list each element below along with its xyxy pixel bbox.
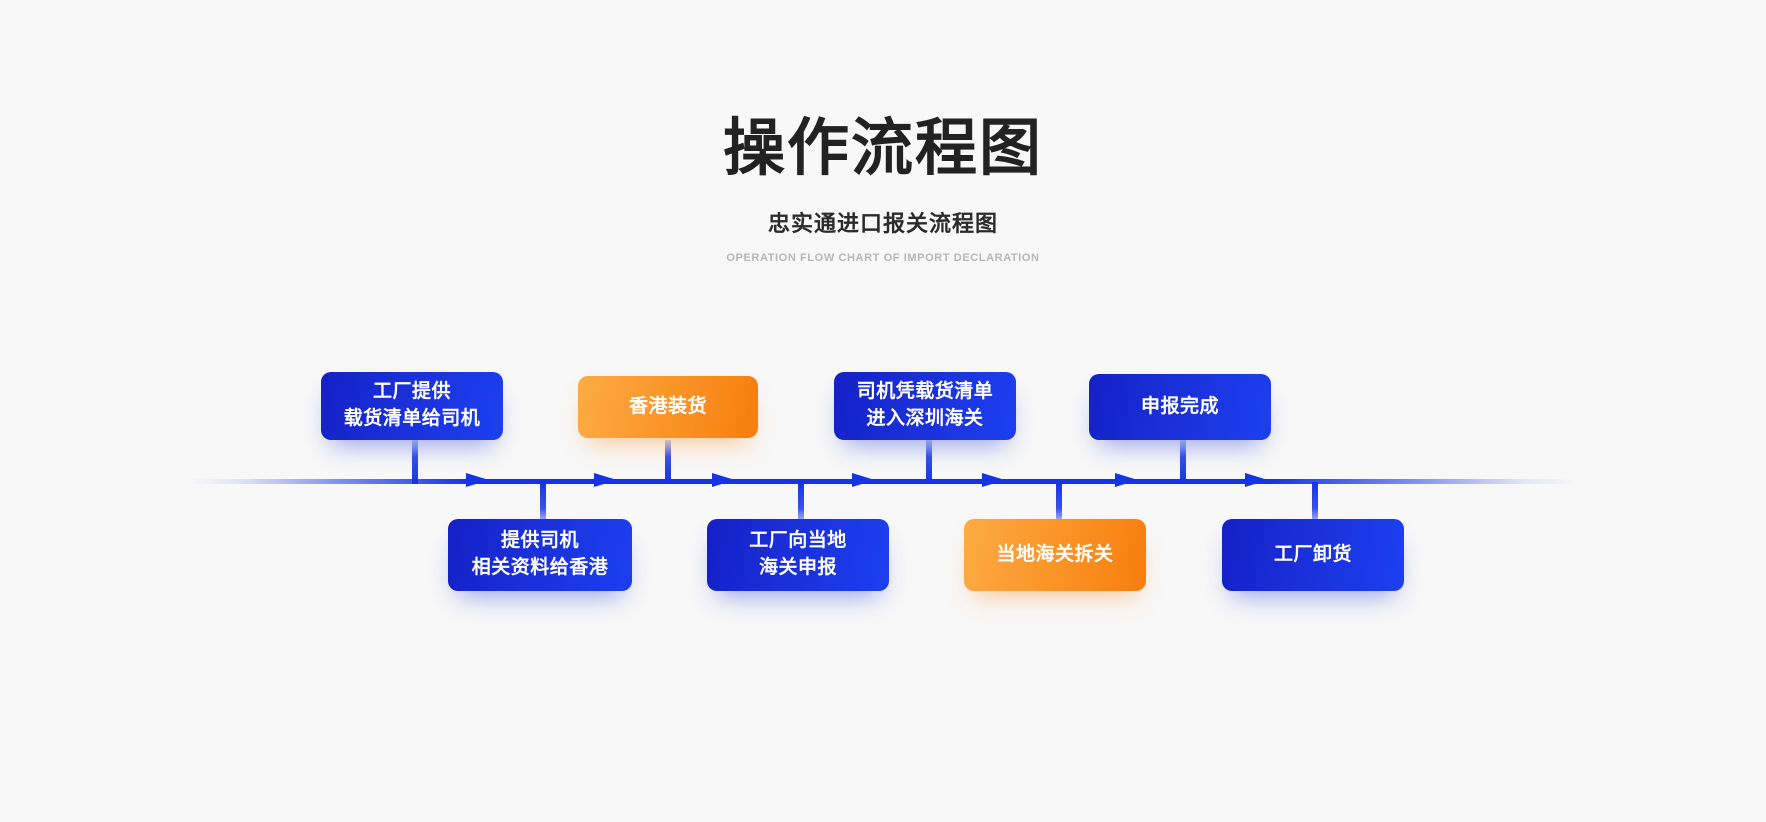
flow-node-step-3[interactable]: 香港装货 bbox=[578, 376, 758, 438]
connector-stem-step-7 bbox=[1180, 440, 1186, 484]
flow-node-label: 工厂卸货 bbox=[1273, 543, 1352, 565]
flow-node-step-6[interactable]: 当地海关拆关 bbox=[964, 519, 1146, 591]
page-title: 操作流程图 bbox=[722, 114, 1043, 183]
timeline-arrow-4 bbox=[852, 473, 875, 487]
flow-node-label: 当地海关拆关 bbox=[996, 543, 1114, 565]
timeline-axis bbox=[0, 473, 1766, 487]
connector-stem-step-8 bbox=[1312, 482, 1318, 524]
chart-header: 操作流程图 忠实通进口报关流程图 OPERATION FLOW CHART OF… bbox=[0, 114, 1766, 265]
connector-stem-step-5 bbox=[926, 440, 932, 484]
flow-node-step-4[interactable]: 工厂向当地 海关申报 bbox=[707, 519, 889, 591]
flow-node-step-7[interactable]: 申报完成 bbox=[1089, 374, 1271, 440]
connector-stem-step-4 bbox=[798, 482, 804, 524]
flow-node-step-8[interactable]: 工厂卸货 bbox=[1222, 519, 1404, 591]
flow-node-step-2[interactable]: 提供司机 相关资料给香港 bbox=[448, 519, 632, 591]
timeline-arrow-7 bbox=[1245, 473, 1268, 487]
flow-node-step-1[interactable]: 工厂提供 载货清单给司机 bbox=[321, 372, 503, 440]
timeline-arrow-6 bbox=[1115, 473, 1138, 487]
flow-node-label: 提供司机 相关资料给香港 bbox=[471, 530, 609, 578]
flow-node-label: 司机凭载货清单 进入深圳海关 bbox=[856, 381, 994, 429]
connector-stem-step-2 bbox=[540, 482, 546, 524]
flow-node-label: 工厂提供 载货清单给司机 bbox=[343, 381, 481, 429]
connector-stem-step-1 bbox=[412, 440, 418, 484]
timeline-arrow-3 bbox=[712, 473, 735, 487]
subtitle-chinese: 忠实通进口报关流程图 bbox=[767, 211, 998, 236]
flow-node-label: 申报完成 bbox=[1140, 395, 1219, 417]
timeline-line bbox=[190, 479, 1576, 484]
flow-node-step-5[interactable]: 司机凭载货清单 进入深圳海关 bbox=[834, 372, 1016, 440]
timeline-arrow-5 bbox=[982, 473, 1005, 487]
timeline-arrow-2 bbox=[594, 473, 617, 487]
flow-node-label: 香港装货 bbox=[628, 395, 707, 417]
flow-node-label: 工厂向当地 海关申报 bbox=[749, 530, 847, 578]
timeline-arrow-1 bbox=[466, 473, 489, 487]
connector-stem-step-6 bbox=[1056, 482, 1062, 524]
connector-stem-step-3 bbox=[665, 440, 671, 484]
subtitle-english: OPERATION FLOW CHART OF IMPORT DECLARATI… bbox=[726, 252, 1040, 264]
